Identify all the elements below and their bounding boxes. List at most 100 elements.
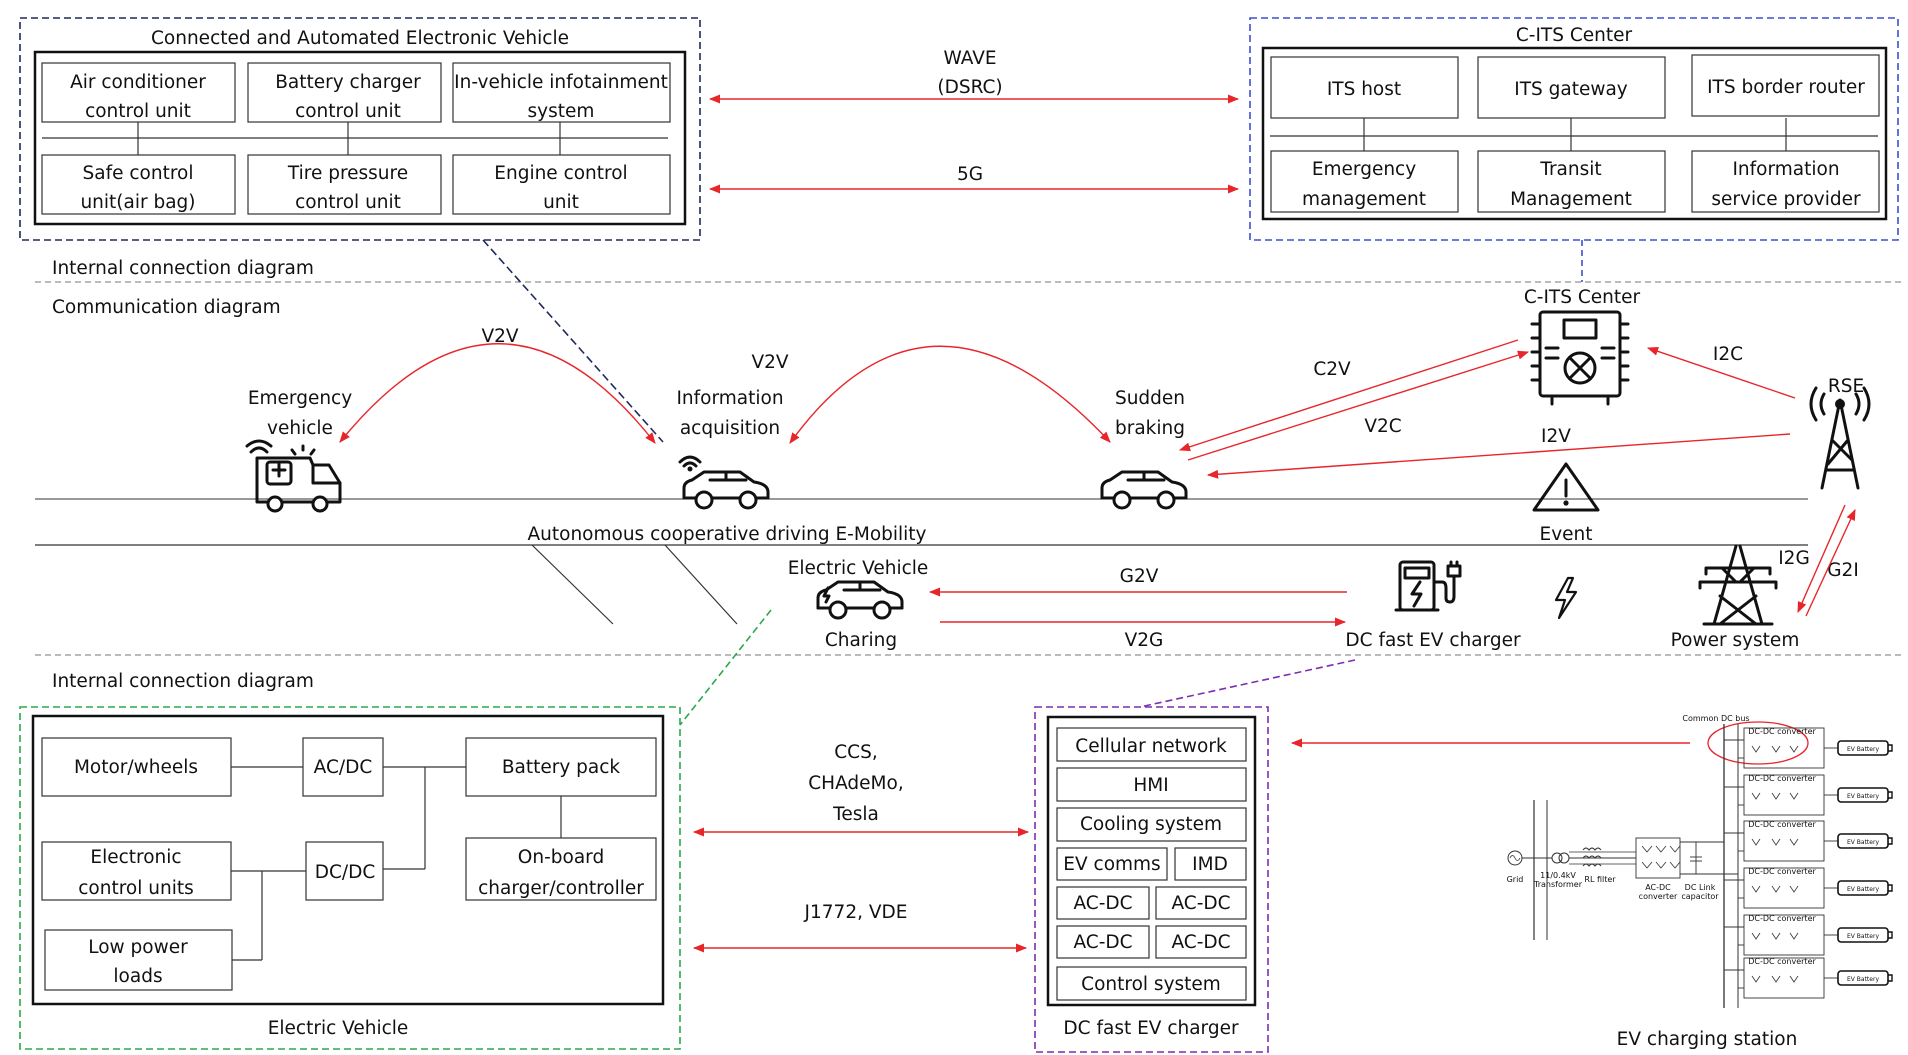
switch-symbol [1751, 792, 1799, 800]
svg-text:Low power: Low power [88, 937, 188, 958]
i2c-arrow [1646, 347, 1796, 399]
svg-text:ITS border router: ITS border router [1707, 77, 1865, 98]
svg-text:AC-DC: AC-DC [1073, 932, 1132, 953]
charger-connector [1139, 659, 1356, 708]
switch-symbol [1751, 932, 1799, 940]
section-communication: Communication diagram [52, 297, 281, 318]
svg-text:braking: braking [1115, 418, 1185, 439]
v2v-arrow-1 [339, 343, 656, 444]
dc-link-capacitor-label: DC Link [1685, 883, 1716, 892]
acdc-module-1: AC-DC [1056, 886, 1150, 920]
dcdc-converter-label: DC-DC converter [1748, 957, 1816, 966]
unit-its-host: ITS host [1270, 56, 1459, 119]
acdc-converter-label: AC-DC [1645, 883, 1671, 892]
ev-battery-label: EV Battery [1847, 976, 1879, 983]
svg-text:ITS host: ITS host [1327, 79, 1401, 100]
i2g-arrow [1797, 504, 1846, 614]
road-scene: Emergency vehicle Information acquisitio… [35, 287, 1871, 651]
rse-tower-icon [1809, 386, 1871, 490]
ev-battery-icon [1837, 787, 1889, 803]
cits-panel-dashed-frame [1249, 17, 1899, 241]
unit-emergency-management: Emergency management [1270, 150, 1459, 213]
ev-battery-icon [1837, 740, 1889, 756]
svg-text:Control system: Control system [1081, 974, 1221, 995]
acdc-converter-icon [1635, 837, 1681, 879]
rl-filter-icon [1582, 847, 1602, 851]
svg-text:capacitor: capacitor [1681, 892, 1719, 901]
charger-panel-title: DC fast EV charger [1063, 1018, 1239, 1039]
v2v-label-2: V2V [751, 352, 788, 373]
unit-engine-control: Engine control unit [452, 154, 671, 215]
c2v-label: C2V [1313, 359, 1351, 380]
v2g-label: V2G [1125, 630, 1164, 651]
ev-battery-label: EV Battery [1847, 746, 1879, 753]
grid-label: Grid [1507, 875, 1524, 884]
acdc-box: AC/DC [302, 737, 384, 797]
switch-symbol [1751, 885, 1799, 893]
svg-text:converter: converter [1639, 892, 1678, 901]
dcdc-converter-label: DC-DC converter [1748, 727, 1816, 736]
power-system-label: Power system [1671, 630, 1800, 651]
svg-text:acquisition: acquisition [680, 418, 780, 439]
dsrc-label: (DSRC) [937, 77, 1002, 98]
svg-text:Battery charger: Battery charger [275, 72, 421, 93]
switch-symbol [1751, 975, 1799, 983]
acdc-module-2: AC-DC [1155, 886, 1247, 920]
svg-text:control units: control units [78, 878, 194, 899]
acdc-module-3: AC-DC [1056, 925, 1150, 959]
unit-infotainment: In-vehicle infotainment system [452, 62, 671, 123]
svg-text:Transformer: Transformer [1533, 880, 1583, 889]
motor-wheels-box: Motor/wheels [41, 737, 232, 797]
warning-icon [1532, 462, 1600, 512]
svg-text:ITS gateway: ITS gateway [1514, 79, 1628, 100]
cits-center-label: C-ITS Center [1524, 287, 1641, 308]
svg-text:Information: Information [1732, 159, 1839, 180]
ev-connector [679, 609, 772, 726]
dcdc-converter-label: DC-DC converter [1748, 774, 1816, 783]
ecu-box: Electronic control units [41, 841, 232, 901]
svg-text:IMD: IMD [1192, 854, 1228, 875]
ev-battery-icon [1837, 927, 1889, 943]
battery-terminal [1888, 744, 1893, 752]
svg-text:DC/DC: DC/DC [315, 862, 376, 883]
ev-panel-dashed-frame [19, 706, 681, 1050]
event-label: Event [1540, 524, 1593, 545]
svg-text:HMI: HMI [1133, 775, 1168, 796]
dcdc-converter-label: DC-DC converter [1748, 914, 1816, 923]
fiveg-label: 5G [957, 164, 983, 185]
ev-battery-label: EV Battery [1847, 886, 1879, 893]
svg-text:control unit: control unit [295, 101, 401, 122]
unit-safe-control: Safe control unit(air bag) [41, 154, 236, 215]
power-tower-icon [1698, 544, 1778, 626]
v2v-arrow-2 [789, 345, 1111, 444]
svg-text:AC-DC: AC-DC [1171, 932, 1230, 953]
ambulance-icon [245, 439, 342, 513]
top-links: WAVE (DSRC) 5G [708, 48, 1240, 194]
charging-station-schematic: EV charging station Common DC bus DC-DC … [1507, 714, 1893, 1050]
c2v-arrow [1178, 339, 1519, 452]
svg-text:Transit: Transit [1539, 159, 1601, 180]
battery-terminal [1888, 791, 1893, 799]
svg-text:Emergency: Emergency [1312, 159, 1416, 180]
g2i-label: G2I [1827, 560, 1859, 581]
common-dc-bus-label: Common DC bus [1682, 714, 1749, 723]
svg-text:AC/DC: AC/DC [314, 757, 373, 778]
svg-text:Engine control: Engine control [494, 163, 627, 184]
i2g-label: I2G [1778, 548, 1810, 569]
i2v-arrow [1206, 433, 1791, 479]
cellular-network-box: Cellular network [1056, 727, 1247, 762]
unit-transit-management: Transit Management [1477, 150, 1666, 213]
cooling-system-box: Cooling system [1056, 807, 1247, 842]
ev-panel: Electric Vehicle Motor/wheels AC/DC Batt… [19, 706, 681, 1050]
svg-text:Electronic: Electronic [90, 847, 181, 868]
battery-terminal [1888, 974, 1893, 982]
ev-battery-label: EV Battery [1847, 933, 1879, 940]
ev-battery-icon [1837, 970, 1889, 986]
battery-terminal [1888, 884, 1893, 892]
dcdc-converter-label: DC-DC converter [1748, 867, 1816, 876]
svg-text:unit: unit [543, 192, 579, 213]
svg-text:AC-DC: AC-DC [1171, 893, 1230, 914]
unit-tire-pressure: Tire pressure control unit [247, 154, 442, 215]
wave-label: WAVE [943, 48, 996, 69]
